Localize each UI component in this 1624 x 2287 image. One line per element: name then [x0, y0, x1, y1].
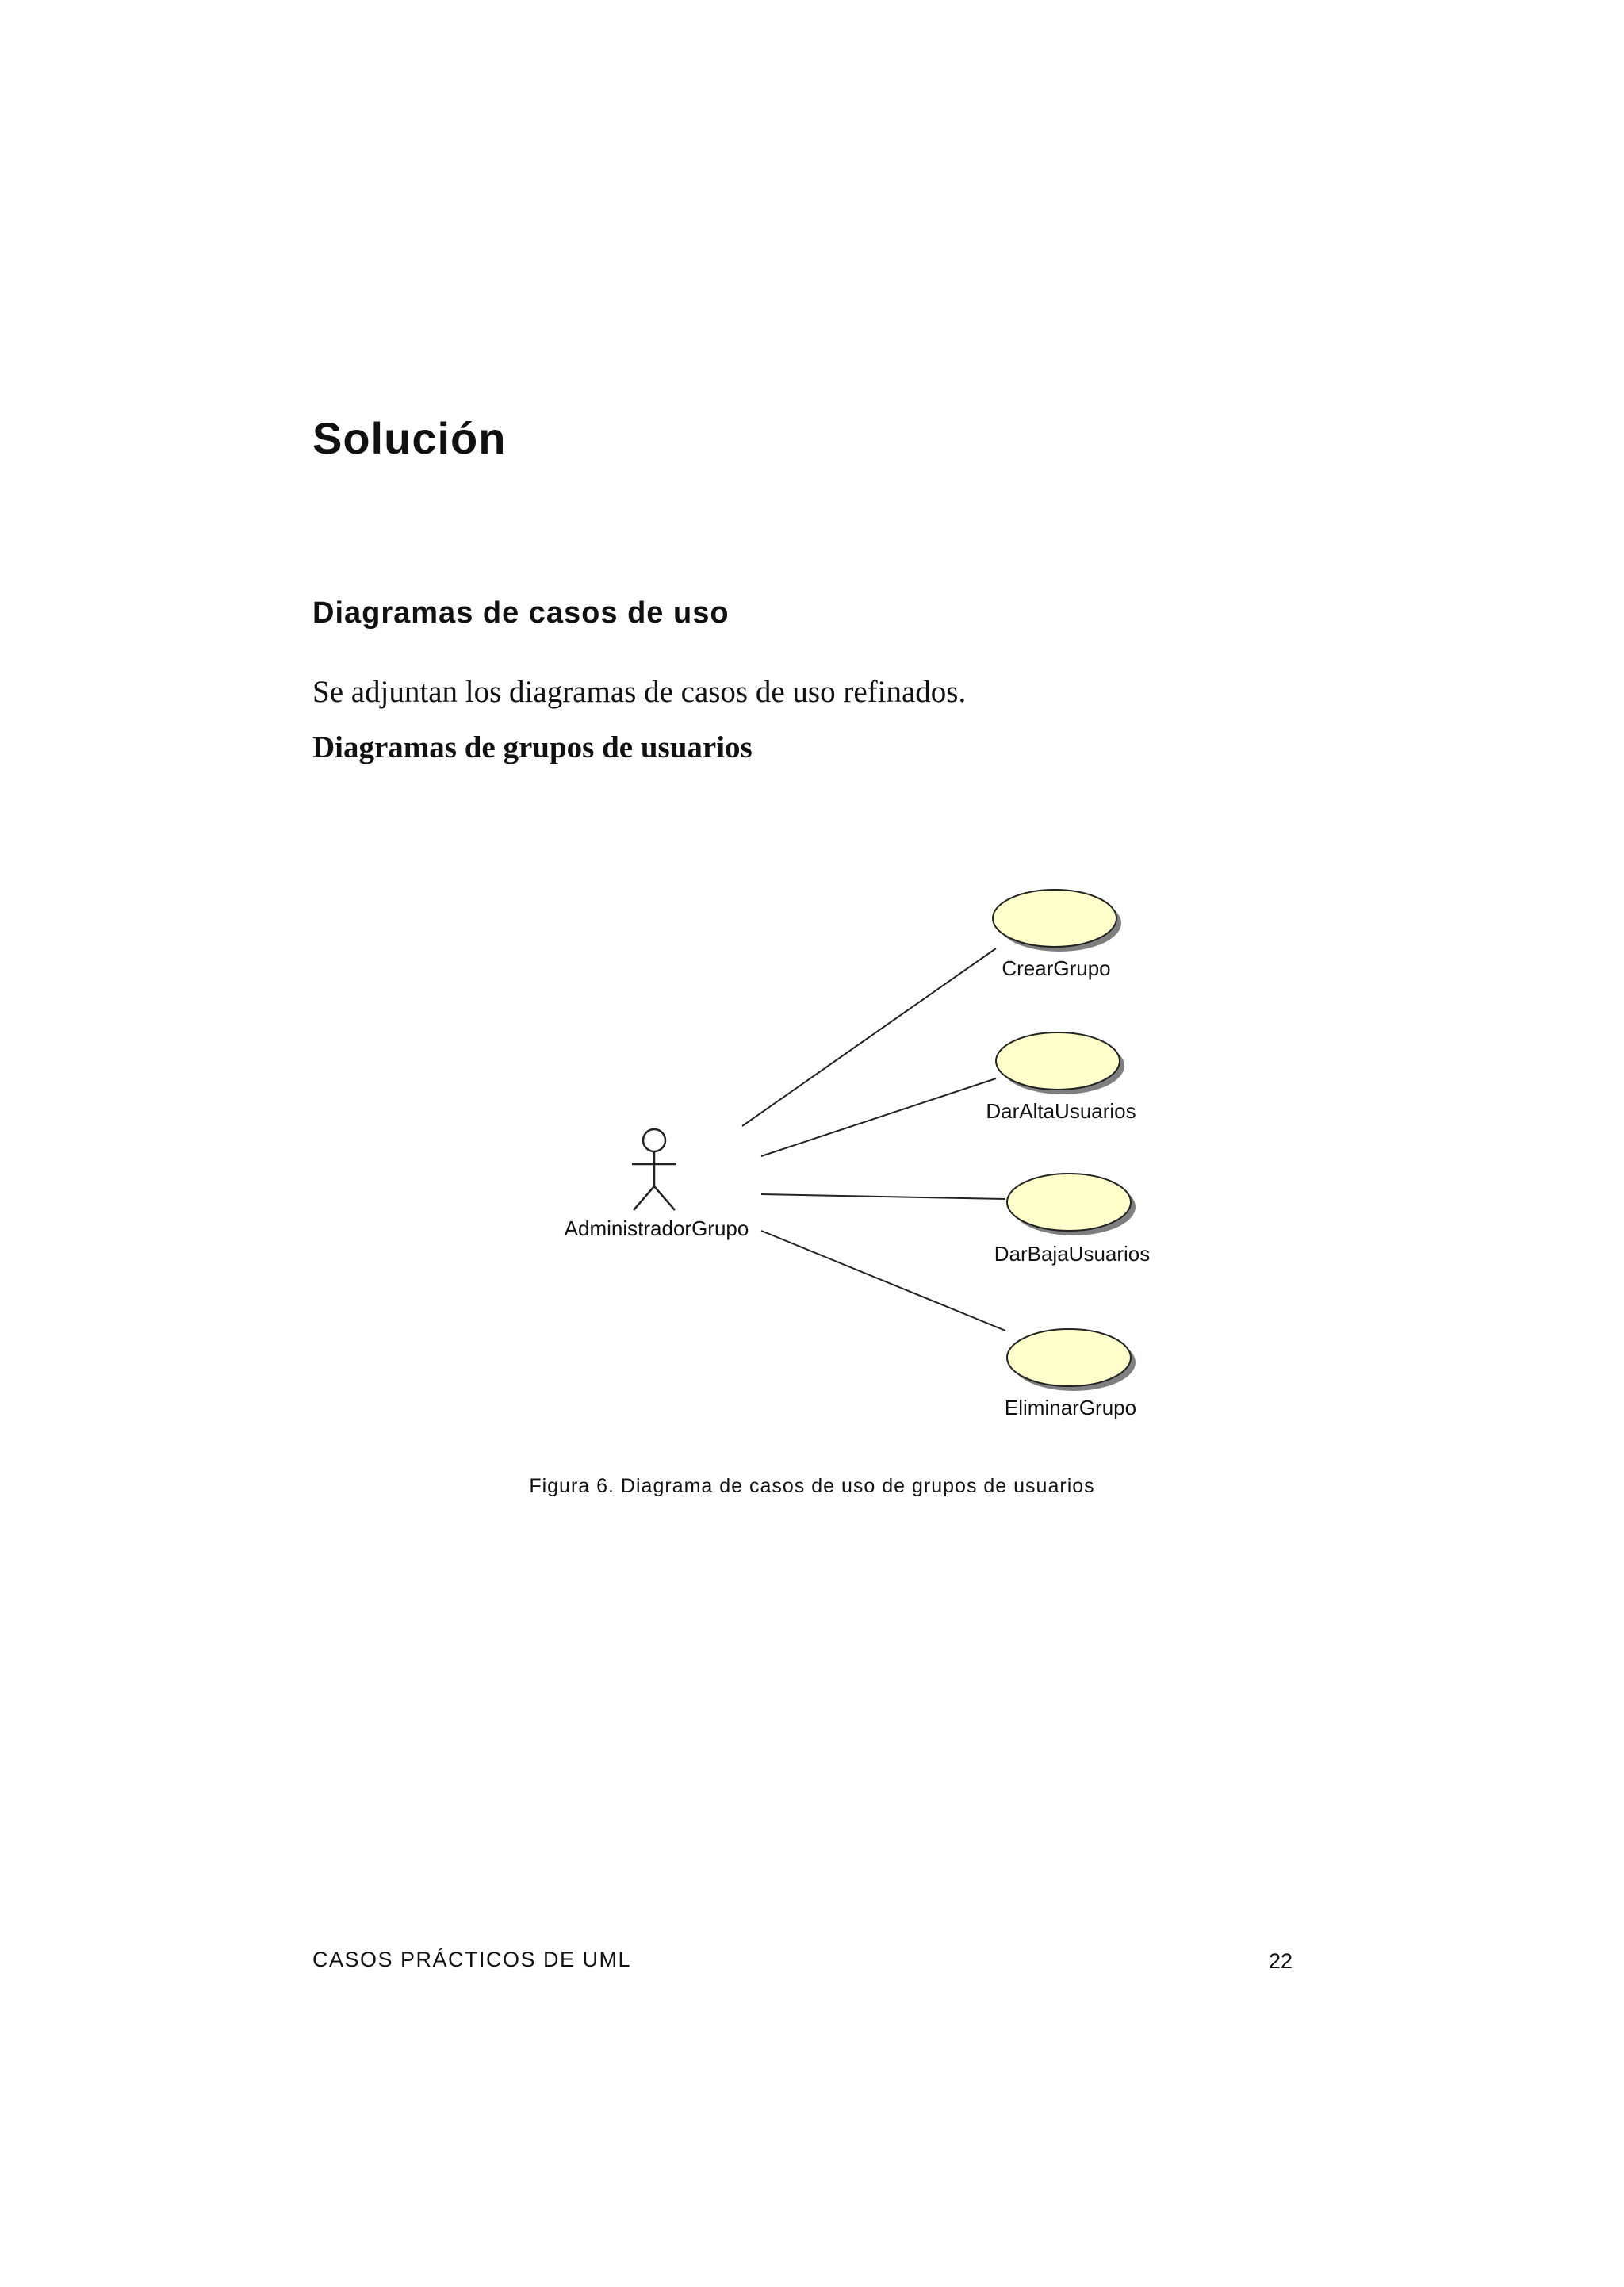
use-case-label-dar-alta-usuarios: DarAltaUsuarios	[986, 1099, 1136, 1123]
use-case-label-crear-grupo: CrearGrupo	[1002, 956, 1110, 980]
association-line-eliminar	[760, 1230, 1006, 1331]
diagram-heading: Diagramas de grupos de usuarios	[312, 730, 753, 764]
use-case-label-dar-baja-usuarios: DarBajaUsuarios	[994, 1242, 1151, 1266]
actor-figure	[632, 1128, 676, 1211]
actor-label: AdministradorGrupo	[565, 1216, 749, 1240]
association-line-crear	[741, 948, 997, 1127]
use-case-dar-alta-usuarios: DarAltaUsuarios	[986, 1032, 1136, 1123]
association-line-baja	[760, 1193, 1006, 1200]
subsection-title: Diagramas de casos de uso	[312, 596, 730, 630]
figure-caption: Figura 6. Diagrama de casos de uso de gr…	[529, 1475, 1095, 1497]
use-case-eliminar-grupo: EliminarGrupo	[1005, 1328, 1136, 1419]
use-case-dar-baja-usuarios: DarBajaUsuarios	[994, 1173, 1151, 1266]
use-case-crear-grupo: CrearGrupo	[992, 889, 1121, 980]
association-line-alta	[760, 1078, 997, 1157]
page-number: 22	[1269, 1949, 1293, 1973]
footer-title: CASOS PRÁCTICOS DE UML	[312, 1948, 632, 1971]
intro-paragraph: Se adjuntan los diagramas de casos de us…	[312, 675, 967, 709]
section-title: Solución	[312, 413, 507, 463]
use-case-label-eliminar-grupo: EliminarGrupo	[1005, 1396, 1136, 1419]
